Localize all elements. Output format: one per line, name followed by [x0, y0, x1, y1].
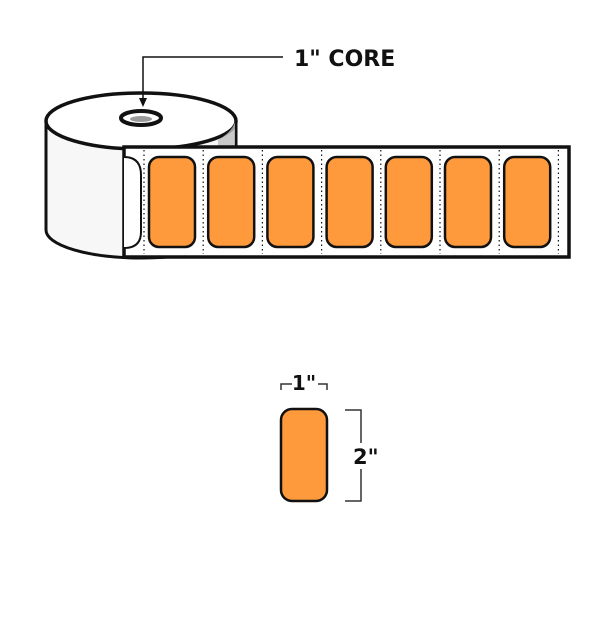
roll-label [502, 155, 552, 249]
core-leader-arrowhead [139, 98, 147, 107]
roll-shadow [218, 122, 235, 148]
roll-label [325, 155, 374, 249]
core-callout: 1" CORE [139, 47, 395, 107]
roll-label [384, 155, 434, 249]
core-label: 1" CORE [294, 47, 395, 72]
roll-label [443, 155, 493, 249]
strip-curl [123, 156, 142, 249]
roll-label [266, 155, 315, 249]
core-hole-inner [130, 116, 152, 122]
width-label: 1" [292, 371, 316, 395]
strip-labels [143, 150, 560, 254]
core-leader-line [142, 56, 283, 103]
label-strip [122, 145, 571, 259]
width-label-bg [292, 371, 318, 393]
roll-label [147, 155, 197, 249]
height-label-bg [351, 443, 377, 469]
height-label: 2" [353, 445, 379, 469]
roll-label [206, 155, 256, 249]
single-label-detail: 1" 2" [279, 371, 379, 503]
single-label [279, 407, 329, 503]
